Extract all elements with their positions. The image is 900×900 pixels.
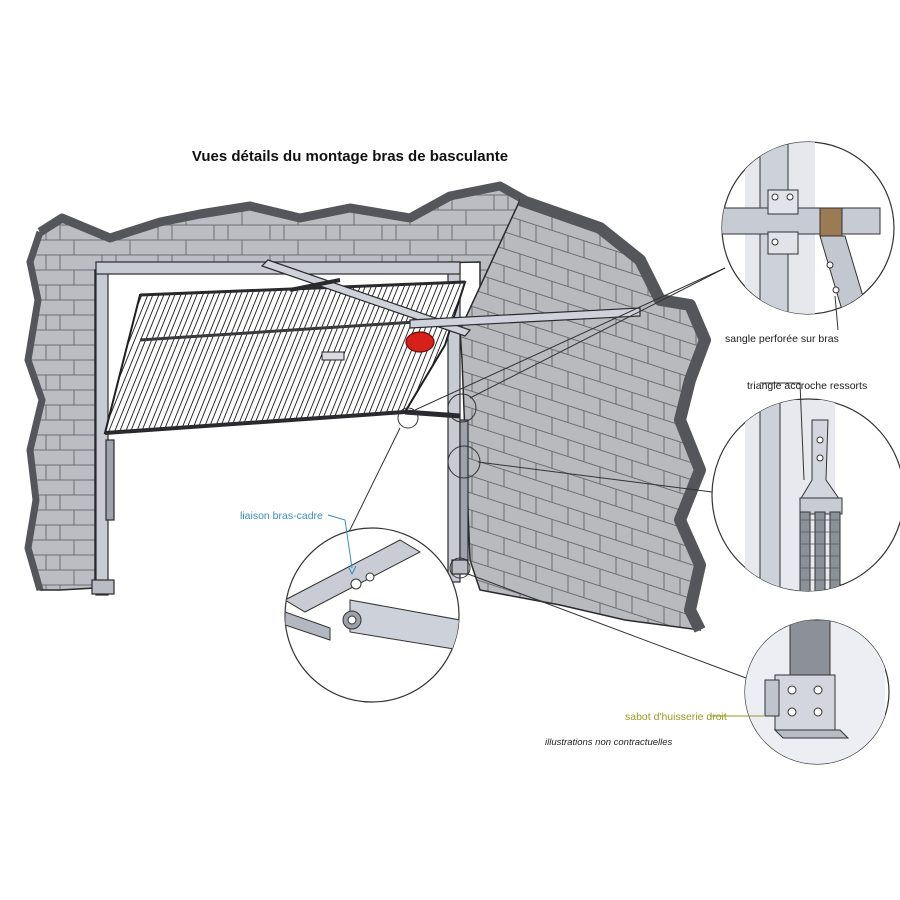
label-leaders (327, 295, 839, 717)
label-sangle: sangle perforée sur bras (725, 333, 839, 345)
disclaimer-note: illustrations non contractuelles (545, 737, 673, 748)
side-wall (459, 194, 711, 633)
diagram-title: Vues détails du montage bras de basculan… (191, 148, 509, 165)
detail-triangle (711, 398, 900, 592)
label-triangle: triangle accroche ressorts (747, 380, 868, 392)
detail-sangle (721, 141, 895, 315)
motor-rail (260, 259, 641, 419)
detail-sabot (744, 619, 890, 765)
detail-markers (344, 267, 747, 679)
label-liaison: liaison bras-cadre (240, 510, 323, 522)
label-sabot: sabot d'huisserie droit (625, 711, 727, 723)
front-wall (24, 181, 528, 591)
detail-liaison (284, 527, 460, 703)
